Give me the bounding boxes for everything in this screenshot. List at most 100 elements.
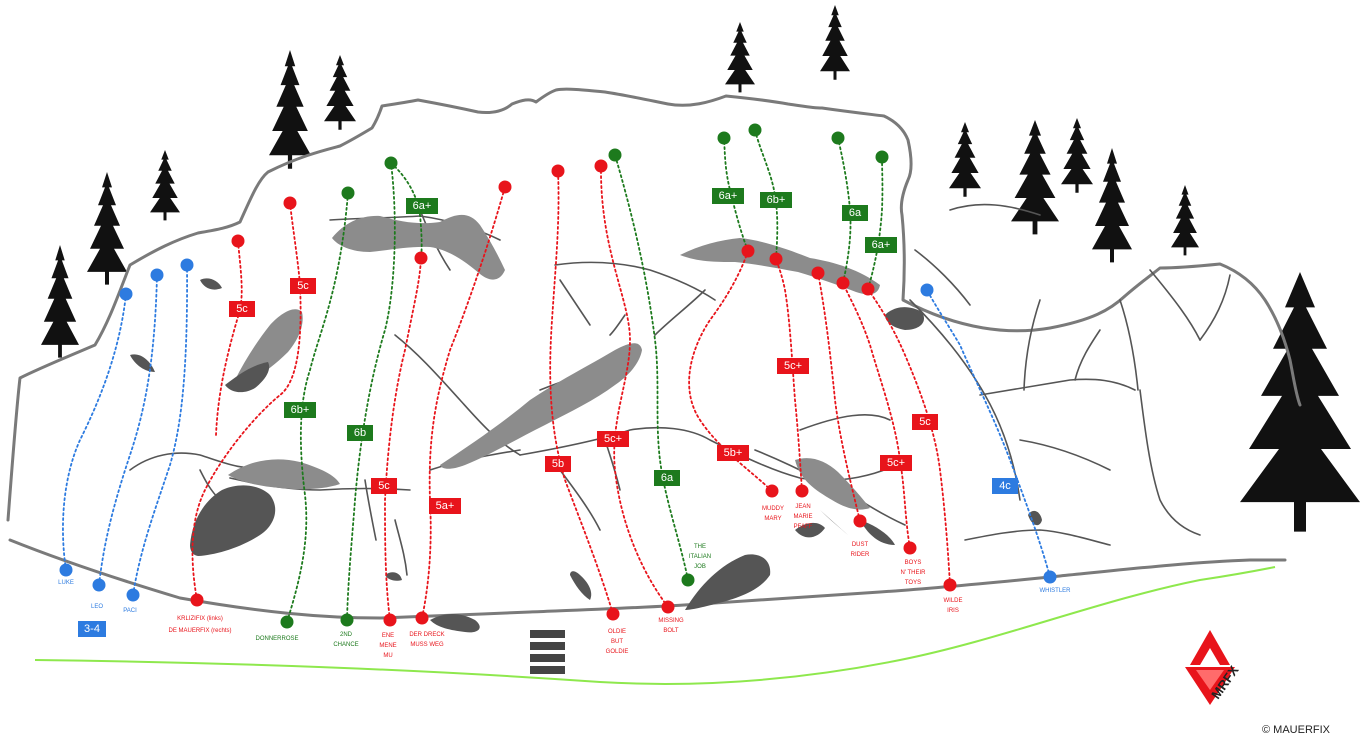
anchor-2nd-chance [384,156,398,170]
anchor-der-dreck [498,180,512,194]
route-name-missing-bolt-2: BOLT [663,628,679,634]
anchor-oldie [551,164,565,178]
route-names: LUKE LEO PACI KRLIZIFIX (links) DE MAUER… [58,504,1071,659]
start-point-paci [126,588,140,602]
anchor-paci [180,258,194,272]
route-name-jean-marie-1: JEAN [795,504,810,510]
tree-icon [150,150,180,221]
tree-icon [87,172,127,285]
start-point-krlizifix [190,593,204,607]
anchor-italian-job [608,148,622,162]
grade-badge-donnerrose: 6b+ [284,402,316,418]
ground-line [34,566,1276,685]
stairs-icon [530,630,565,674]
svg-text:3-4: 3-4 [84,623,100,635]
route-name-wilde-iris-1: WILDE [943,598,962,604]
route-name-wilde-iris-2: IRIS [947,608,959,614]
route-name-italian-job-1: THE [694,544,706,550]
anchor-6a-plus-r1 [717,131,731,145]
grade-badge-6b-plus-r: 6b+ [760,192,792,208]
grade-badge-oldie: 5b [545,456,571,472]
svg-text:6b: 6b [354,427,366,439]
route-line-dust-rider [817,272,861,522]
route-name-dust-rider-1: DUST [852,542,869,548]
route-line-jean-marie [775,258,803,492]
belay-dust-rider [811,266,825,280]
tree-icon [1171,185,1199,256]
tree-icon [1092,148,1132,263]
route-name-leo: LEO [91,604,103,610]
grade-badge-6a-plus-left: 6a+ [406,198,438,214]
grade-badge-whistler: 4c [992,478,1018,494]
anchor-krlizifix-left [231,234,245,248]
grade-badge-blue-group: 3-4 [78,621,106,637]
anchor-6a-plus-r2 [875,150,889,164]
anchor-luke [119,287,133,301]
start-point-muddy-mary [765,484,779,498]
route-line-leo [98,274,158,586]
anchor-whistler [920,283,934,297]
anchor-ene-mene [414,251,428,265]
route-name-2nd-chance-2: CHANCE [333,642,358,648]
tree-icon [1011,120,1059,235]
start-point-whistler [1043,570,1057,584]
route-name-boys-2: N' THEIR [900,570,926,576]
grade-badge-boys-toys: 5c+ [880,455,912,471]
route-line-6a-r [837,137,852,284]
svg-text:5c+: 5c+ [887,457,905,469]
start-point-luke [59,563,73,577]
svg-text:5c: 5c [378,480,390,492]
start-point-italian-job [681,573,695,587]
copyright-text: © MAUERFIX [1262,724,1330,736]
grade-badge-wilde-iris: 5c [912,414,938,430]
route-name-luke: LUKE [58,580,74,586]
route-name-ene: ENE [382,633,394,639]
svg-text:5b: 5b [552,458,564,470]
anchor-leo [150,268,164,282]
svg-text:5b+: 5b+ [724,447,743,459]
route-name-krlizifix: KRLIZIFIX (links) [177,616,223,622]
anchor-donnerrose [341,186,355,200]
route-name-muddy-mary-2: MARY [764,516,781,522]
route-name-muddy-mary-1: MUDDY [762,506,784,512]
svg-text:6b+: 6b+ [767,194,786,206]
route-name-oldie-2: BUT [611,639,623,645]
tree-icon [725,22,755,93]
belay-boys-toys [836,276,850,290]
route-name-italian-job-3: JOB [694,564,706,570]
route-line-6b-plus-r [754,129,779,260]
svg-text:6a+: 6a+ [719,190,738,202]
start-point-2nd-chance [340,613,354,627]
dark-rock-patches [130,278,1042,633]
svg-text:5a+: 5a+ [436,500,455,512]
grade-badge-ene-mene: 5c [371,478,397,494]
route-name-boys-3: TOYS [905,580,921,586]
anchor-6b-plus-r [748,123,762,137]
route-name-italian-job-2: ITALIAN [689,554,711,560]
route-line-ene-mene [384,257,422,621]
anchor-krlizifix-right [283,196,297,210]
route-line-der-dreck [421,186,506,619]
tree-icon [41,245,79,358]
svg-text:5c+: 5c+ [784,360,802,372]
route-name-jean-marie-3: PFAFF [794,524,813,530]
route-line-6a-plus-r1 [723,137,749,252]
route-line-2nd-chance [346,162,396,621]
belay-wilde-iris [861,282,875,296]
route-line-krlizifix [191,202,302,601]
grade-badge-jean-marie: 5c+ [777,358,809,374]
grade-badge-missing-bolt: 5c+ [597,431,629,447]
svg-text:4c: 4c [999,480,1011,492]
belay-jean-marie [769,252,783,266]
route-name-dust-rider-2: RIDER [851,552,870,558]
route-line-boys-toys [842,282,911,549]
route-name-der-dreck-2: MUSS WEG [410,642,444,648]
svg-text:6a+: 6a+ [413,200,432,212]
start-point-dust-rider [853,514,867,528]
route-line-6a-plus-left [390,162,423,259]
start-point-der-dreck [415,611,429,625]
anchor-6a-r [831,131,845,145]
route-name-whistler: WHISTLER [1039,588,1071,594]
route-name-oldie-1: OLDIE [608,629,626,635]
route-name-oldie-3: GOLDIE [606,649,629,655]
